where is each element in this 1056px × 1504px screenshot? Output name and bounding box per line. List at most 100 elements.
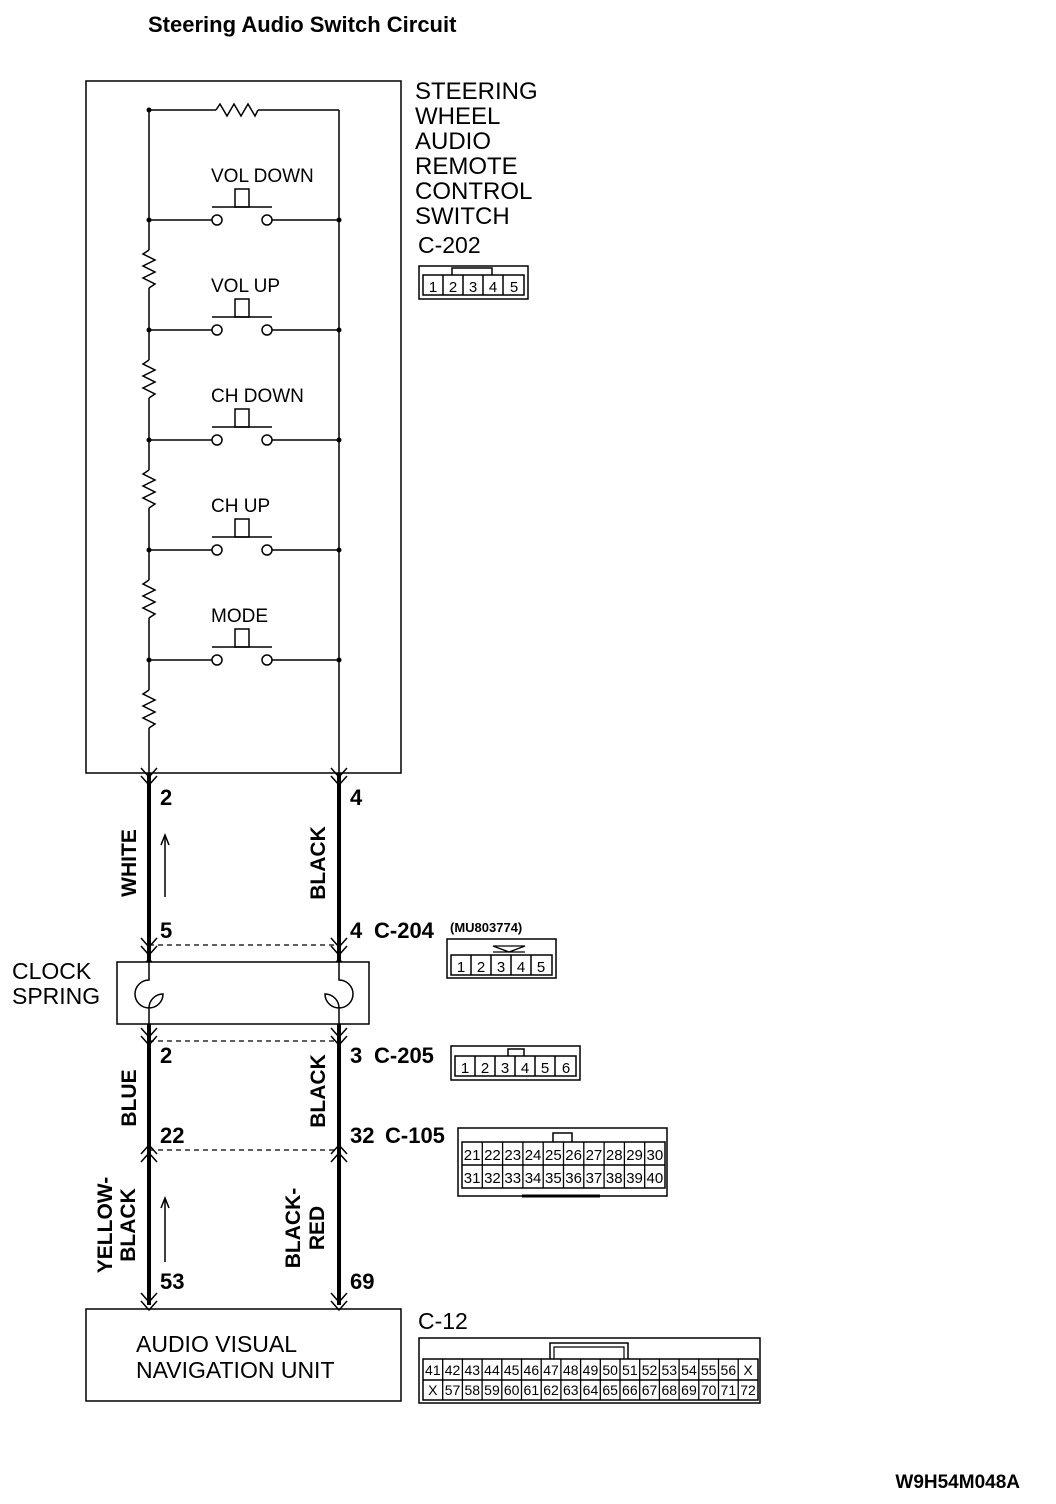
current-arrow-icon — [160, 832, 170, 897]
c12-pin: 71 — [721, 1382, 737, 1398]
c202-pin: 2 — [449, 279, 457, 296]
clock-spring-label: SPRING — [12, 983, 100, 1009]
terminal-number: 2 — [160, 1043, 172, 1068]
terminal-number: 4 — [350, 785, 363, 810]
wire-color-label: YELLOW- — [94, 1177, 117, 1273]
c202-pin: 4 — [489, 279, 497, 296]
avnu-label: AUDIO VISUAL — [136, 1331, 297, 1357]
c205-connector: 1 2 3 4 5 6 — [450, 1045, 581, 1081]
c12-pin: 56 — [721, 1362, 737, 1378]
c205-label: C-205 — [374, 1043, 434, 1068]
switch-label-mode: MODE — [211, 606, 268, 627]
terminal-number: 32 — [350, 1123, 374, 1148]
c12-pin: 65 — [602, 1382, 618, 1398]
c12-pin: 70 — [701, 1382, 717, 1398]
clock-spring-box — [116, 961, 370, 1025]
c205-pin: 1 — [461, 1060, 469, 1077]
wire-color-label: RED — [306, 1206, 329, 1250]
c105-pin: 32 — [484, 1170, 501, 1187]
c12-pin: 52 — [642, 1362, 658, 1378]
wire-color-label: BLUE — [118, 1069, 141, 1126]
c12-pin: 64 — [583, 1382, 599, 1398]
c12-pin: 68 — [661, 1382, 677, 1398]
c12-pin: 69 — [681, 1382, 697, 1398]
c105-pin: 29 — [626, 1147, 643, 1164]
c12-pin: X — [743, 1362, 753, 1378]
terminal-number: 53 — [160, 1269, 184, 1294]
c12-pin: 61 — [524, 1382, 540, 1398]
c202-pin: 3 — [469, 279, 477, 296]
figure-code: W9H54M048A — [895, 1472, 1020, 1493]
c12-pin: 66 — [622, 1382, 638, 1398]
c205-pin: 3 — [501, 1060, 509, 1077]
switch-unit-name-line: WHEEL — [415, 103, 500, 130]
c204-pin: 2 — [477, 959, 485, 976]
harness-wires — [147, 773, 341, 1305]
clock-spring-coil-icon — [134, 962, 354, 1024]
c12-pin: 59 — [484, 1382, 500, 1398]
c204-pin: 3 — [497, 959, 505, 976]
c204-pin: 1 — [457, 959, 465, 976]
c105-pin: 30 — [647, 1147, 664, 1164]
c105-pin: 38 — [606, 1170, 623, 1187]
c105-pin: 31 — [464, 1170, 481, 1187]
switch-unit-name-line: REMOTE — [415, 153, 518, 180]
c105-pin: 21 — [464, 1147, 481, 1164]
c204-pin: 4 — [517, 959, 525, 976]
c105-label: C-105 — [385, 1123, 445, 1148]
terminal-number: 3 — [350, 1043, 362, 1068]
c105-pin: 36 — [565, 1170, 582, 1187]
c12-pin: 43 — [464, 1362, 480, 1378]
c12-label: C-12 — [418, 1308, 468, 1334]
c205-pin: 2 — [481, 1060, 489, 1077]
switch-internal-circuit — [141, 102, 340, 773]
wire-color-label: WHITE — [118, 829, 141, 897]
c202-pin: 5 — [510, 279, 518, 296]
c105-pin: 37 — [586, 1170, 603, 1187]
c204-label: C-204 — [374, 918, 435, 943]
terminal-number: 22 — [160, 1123, 184, 1148]
c12-pin: 51 — [622, 1362, 638, 1378]
terminal-number: 5 — [160, 918, 172, 943]
avnu-label: NAVIGATION UNIT — [136, 1357, 335, 1383]
c12-pin: 48 — [563, 1362, 579, 1378]
c105-pin: 22 — [484, 1147, 501, 1164]
switch-unit-name: STEERING WHEEL AUDIO REMOTE CONTROL SWIT… — [415, 78, 538, 230]
c12-pin: 63 — [563, 1382, 579, 1398]
c105-pin: 34 — [525, 1170, 542, 1187]
c105-pin: 40 — [647, 1170, 664, 1187]
c205-pin: 4 — [521, 1060, 529, 1077]
terminal-number: 4 — [350, 918, 363, 943]
switch-unit-name-line: SWITCH — [415, 203, 510, 230]
c105-pin: 27 — [586, 1147, 603, 1164]
wire-color-label: BLACK — [307, 826, 330, 900]
c105-pin: 25 — [545, 1147, 562, 1164]
c105-pin: 23 — [504, 1147, 521, 1164]
page-title: Steering Audio Switch Circuit — [148, 12, 457, 37]
c12-pin: 45 — [504, 1362, 520, 1378]
c105-pin: 35 — [545, 1170, 562, 1187]
c205-pin: 6 — [562, 1060, 570, 1077]
switch-label-vol-up: VOL UP — [211, 276, 280, 297]
c12-pin: 53 — [661, 1362, 677, 1378]
c202-pin: 1 — [429, 279, 437, 296]
terminal-number: 2 — [160, 785, 172, 810]
wire-color-label: BLACK- — [282, 1188, 305, 1268]
terminal-number: 69 — [350, 1269, 374, 1294]
c105-pin: 39 — [626, 1170, 643, 1187]
c204-connector: 1 2 3 4 5 — [446, 938, 557, 979]
switch-label-vol-down: VOL DOWN — [211, 166, 314, 187]
c202-label: C-202 — [418, 232, 481, 258]
c105-pin: 28 — [606, 1147, 623, 1164]
c12-pin: 46 — [524, 1362, 540, 1378]
c12-pin: X — [428, 1382, 438, 1398]
junction-dots — [146, 107, 342, 663]
c12-pin: 44 — [484, 1362, 500, 1378]
switch-unit-name-line: AUDIO — [415, 128, 491, 155]
